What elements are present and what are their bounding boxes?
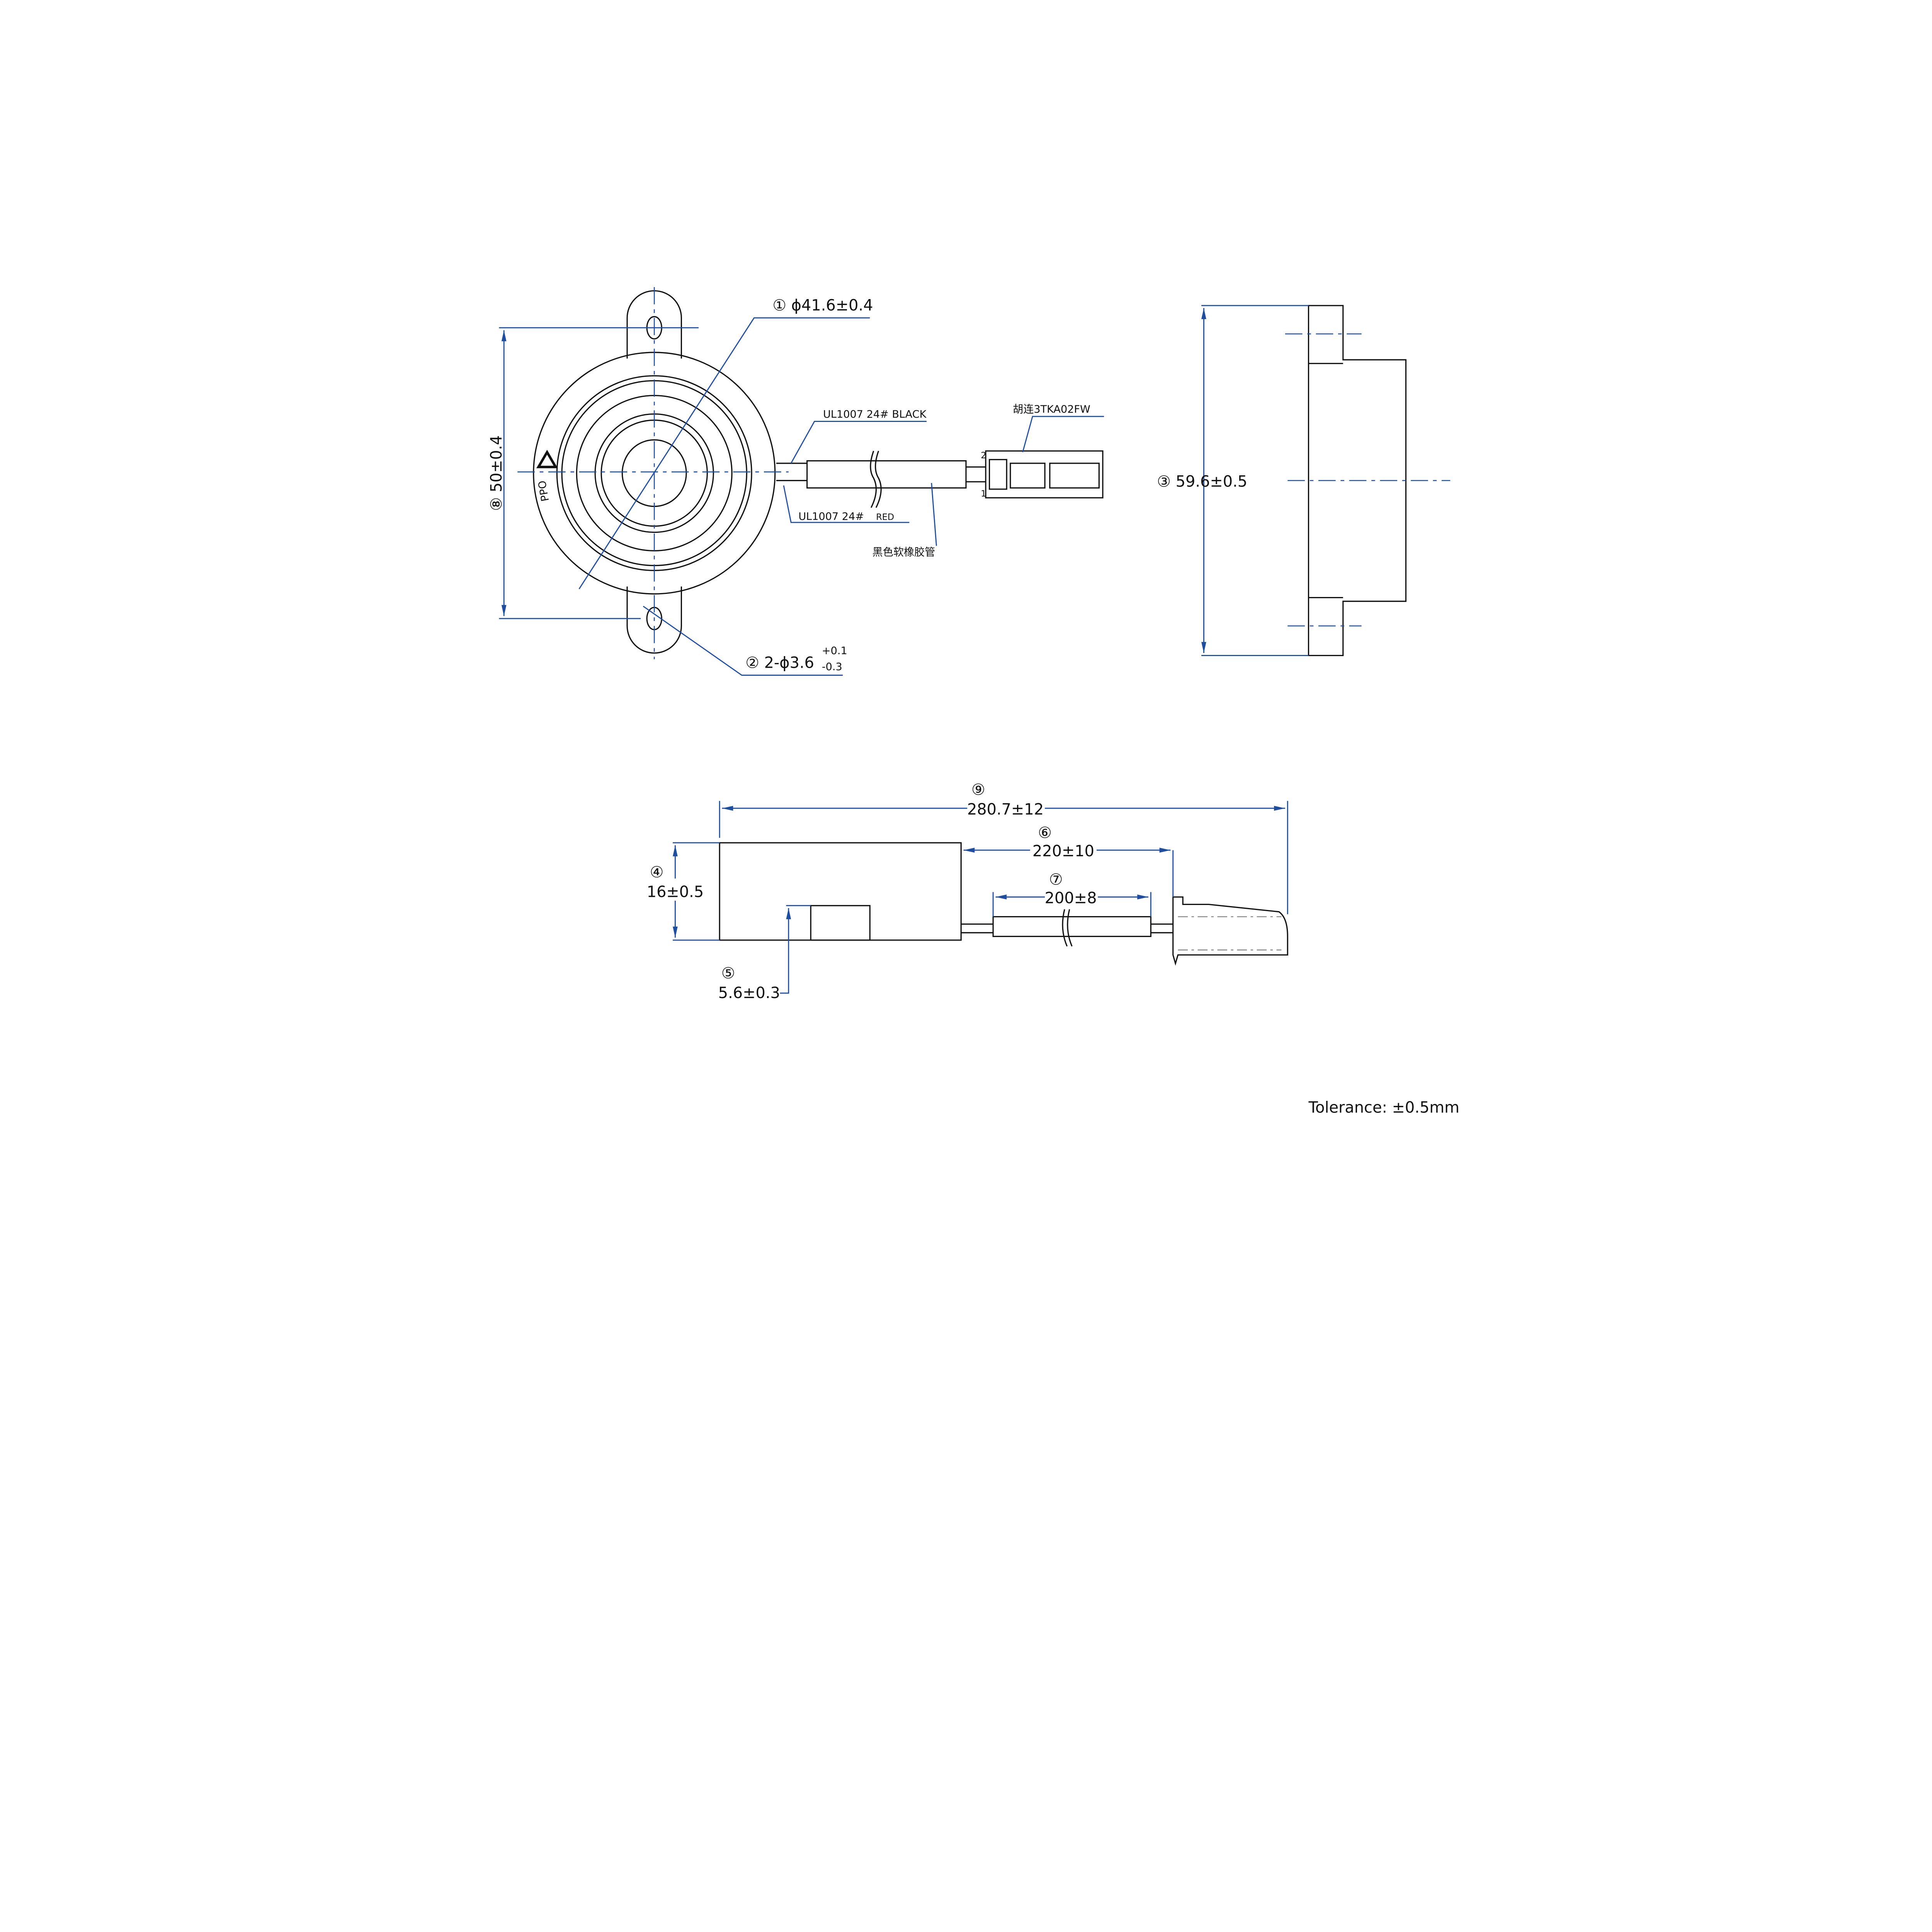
dim-holes-tol-lower: -0.3 xyxy=(822,661,842,673)
connector-detail xyxy=(988,459,1007,490)
connector-label: 胡连3TKA02FW xyxy=(1013,403,1090,415)
dim5-value: 5.6±0.3 xyxy=(718,984,780,1002)
material-mark: PPO xyxy=(536,480,551,502)
body-profile xyxy=(719,842,962,941)
leader-holes xyxy=(643,605,843,676)
leader-sleeve xyxy=(931,483,937,546)
connector-profile xyxy=(1172,896,1288,966)
dimension-line-5 xyxy=(780,908,789,994)
arrowhead xyxy=(786,908,791,919)
break-mark xyxy=(1062,909,1073,947)
dim6-value: 220±10 xyxy=(1032,842,1094,860)
pin-2-label: 2 xyxy=(981,451,986,461)
technical-drawing: ⑧ 50±0.4 ① ϕ41.6±0.4 ② 2-ϕ3.6 +0.1 -0.3 … xyxy=(488,287,1459,1116)
leader-red-wire xyxy=(783,485,910,523)
arrowheads xyxy=(673,845,678,938)
dim-outer-diameter: ① ϕ41.6±0.4 xyxy=(772,297,873,315)
dim4-value: 16±0.5 xyxy=(647,883,704,901)
side-view: ③ 59.6±0.5 xyxy=(1157,305,1451,656)
tolerance-note: Tolerance: ±0.5mm xyxy=(1308,1099,1459,1116)
side-profile xyxy=(1308,305,1406,656)
dim5-mark: ⑤ xyxy=(721,964,735,982)
wire-red-color: RED xyxy=(876,512,894,522)
dim-holes-tol-upper: +0.1 xyxy=(822,645,847,657)
bottom-view: ⑨ 280.7±12 ⑥ 220±10 ⑦ 200±8 ④ 16±0.5 ⑤ 5… xyxy=(647,781,1288,1002)
dim9-mark: ⑨ xyxy=(971,781,985,799)
break-mark xyxy=(870,451,882,508)
dim7-mark: ⑦ xyxy=(1049,871,1063,889)
dim6-mark: ⑥ xyxy=(1038,824,1052,842)
rubber-sleeve xyxy=(806,460,967,489)
connector xyxy=(985,450,1104,498)
wire-black-label: UL1007 24# BLACK xyxy=(823,408,927,420)
pin-1-label: 1 xyxy=(981,489,986,499)
leader-outer-diameter xyxy=(578,317,870,590)
leader-connector xyxy=(1022,416,1104,452)
dim-hole-spacing: ⑧ 50±0.4 xyxy=(488,435,505,511)
dim-width: ③ 59.6±0.5 xyxy=(1157,473,1247,491)
recycle-triangle-icon xyxy=(536,449,558,468)
front-view: ⑧ 50±0.4 ① ϕ41.6±0.4 ② 2-ϕ3.6 +0.1 -0.3 … xyxy=(488,287,1104,676)
connector-detail xyxy=(1010,463,1046,489)
connector-detail xyxy=(1049,463,1100,489)
wire-red-label: UL1007 24# xyxy=(798,511,864,523)
dim-holes: ② 2-ϕ3.6 xyxy=(745,654,814,672)
dim4-mark: ④ xyxy=(650,863,664,881)
rubber-sleeve xyxy=(992,916,1151,937)
dim7-value: 200±8 xyxy=(1045,889,1097,907)
leader-black-wire xyxy=(790,421,927,464)
cable-outlet xyxy=(810,905,871,941)
sleeve-label: 黑色软橡胶管 xyxy=(872,546,935,558)
dim9-value: 280.7±12 xyxy=(967,801,1044,818)
bottom-mounting-lug xyxy=(626,586,682,654)
